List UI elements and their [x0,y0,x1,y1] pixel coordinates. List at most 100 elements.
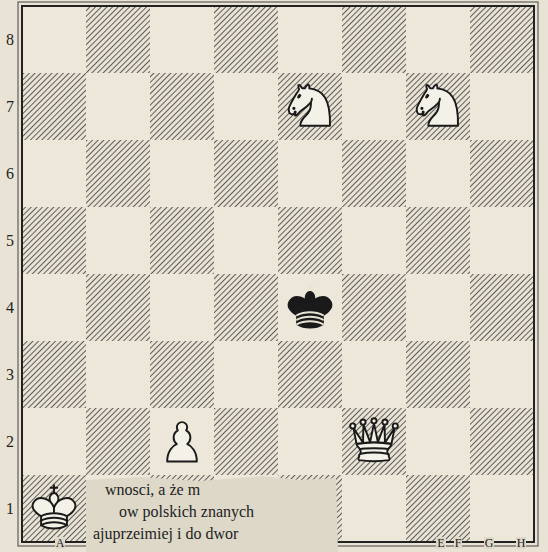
board-square [22,140,86,207]
board-square [150,6,214,73]
rank-label: 8 [6,32,14,48]
board-square [342,341,406,408]
board-square [150,341,214,408]
rank-label: 2 [6,434,14,450]
board-square [214,140,278,207]
board-square [22,6,86,73]
board-square [86,207,150,274]
board-square [406,6,470,73]
newspaper-text: ow polskich znanych [118,504,255,520]
board-squares [22,6,534,542]
board-square [278,274,342,341]
board-square [22,207,86,274]
board-square [470,207,534,274]
piece-outline [421,95,428,109]
piece-outline [293,95,300,109]
board-square [150,274,214,341]
piece-outline [350,418,398,428]
newspaper-text: wnosci, a że m [104,482,201,498]
board-square [214,274,278,341]
file-label: G [484,537,495,549]
board-square [22,475,86,542]
board-square [22,274,86,341]
board-square [22,73,86,140]
newspaper-text: ajuprzeimiej i do dwor [92,526,239,542]
torn-paper [86,476,338,552]
piece-outline [417,85,440,116]
board-square [278,140,342,207]
board-square [342,274,406,341]
board-square [86,73,150,140]
king-piece [33,485,76,528]
board-square [470,140,534,207]
piece-outline [307,284,313,291]
king-piece [289,284,332,327]
board-square [470,408,534,475]
board-square [278,6,342,73]
board-square [406,73,470,140]
board-square [470,6,534,73]
knight-piece [417,85,458,126]
board-square [278,408,342,475]
board-square [278,341,342,408]
board-square [470,73,534,140]
board-square [278,207,342,274]
piece-outline [357,443,392,462]
board-square [214,73,278,140]
board-square [342,408,406,475]
board-square [278,73,342,140]
board-square [86,6,150,73]
board-square [86,341,150,408]
board-frame [18,2,538,546]
file-label: H [516,537,527,549]
board-square [150,140,214,207]
file-label: E [436,537,445,549]
rank-label: 7 [6,99,14,115]
board-square [22,408,86,475]
queen-piece [350,418,398,461]
rank-label: 1 [6,501,14,517]
board-square [214,341,278,408]
pawn-piece [167,422,197,461]
piece-outline [167,422,197,461]
board-square [342,73,406,140]
board-square [22,341,86,408]
piece-outline [297,312,323,324]
board-square [214,408,278,475]
rank-label: 4 [6,300,14,316]
piece-outline [289,297,332,328]
board-frame [22,6,534,542]
board-square [342,140,406,207]
piece-outline [353,423,394,444]
board-square [86,274,150,341]
knight-piece [289,85,330,126]
piece-outline [33,498,76,529]
board-square [406,475,470,542]
piece-outline [41,513,67,525]
pieces [33,85,458,529]
board-square [150,73,214,140]
rank-label: 5 [6,233,14,249]
piece-outline [289,85,312,116]
board-square [406,274,470,341]
file-label: F [454,537,463,549]
piece-outline [51,485,57,492]
rank-label: 3 [6,367,14,383]
board-square [150,408,214,475]
board-square [406,408,470,475]
board-square [470,341,534,408]
board-square [470,274,534,341]
rank-label: 6 [6,166,14,182]
board-square [342,475,406,542]
board-square [470,475,534,542]
board-square [406,207,470,274]
board-square [214,6,278,73]
board-square [150,207,214,274]
board-square [86,140,150,207]
board-square [86,408,150,475]
board-square [406,140,470,207]
board-square [214,207,278,274]
board-square [342,207,406,274]
piece-outline [360,448,388,453]
